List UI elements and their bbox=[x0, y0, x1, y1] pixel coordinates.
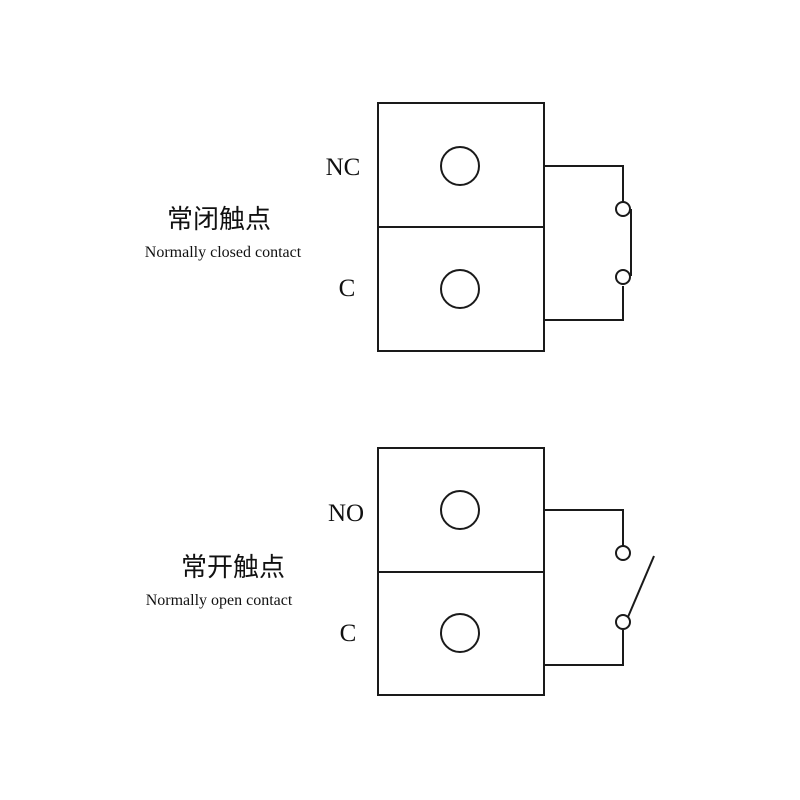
open-c-terminal-block bbox=[377, 571, 545, 696]
nc-wire bbox=[544, 165, 624, 202]
closed-c-terminal-block bbox=[377, 226, 545, 352]
open-c-terminal-label: C bbox=[340, 620, 357, 647]
no-wire bbox=[544, 509, 624, 546]
no-terminal-label: NO bbox=[328, 500, 364, 527]
nc-terminal-label: NC bbox=[326, 154, 361, 181]
open-switch-bottom-node bbox=[615, 614, 631, 630]
open-c-wire bbox=[544, 630, 624, 666]
closed-c-terminal-label: C bbox=[339, 275, 356, 302]
open-title-cn: 常开触点 bbox=[181, 553, 285, 583]
nc-screw-hole bbox=[440, 146, 480, 186]
closed-c-wire bbox=[544, 286, 624, 321]
open-title-en: Normally open contact bbox=[146, 592, 293, 609]
closed-title-cn: 常闭触点 bbox=[167, 205, 271, 235]
no-screw-hole bbox=[440, 490, 480, 530]
closed-switch-bottom-node bbox=[615, 269, 631, 285]
closed-c-screw-hole bbox=[440, 269, 480, 309]
normally-closed-section: 常闭触点 Normally closed contact NC C bbox=[145, 102, 632, 352]
normally-open-section: 常开触点 Normally open contact NO C bbox=[146, 447, 655, 696]
open-switch-lever bbox=[627, 555, 655, 618]
open-c-screw-hole bbox=[440, 613, 480, 653]
closed-title-en: Normally closed contact bbox=[145, 244, 302, 261]
closed-switch-top-node bbox=[615, 201, 631, 217]
open-switch-top-node bbox=[615, 545, 631, 561]
